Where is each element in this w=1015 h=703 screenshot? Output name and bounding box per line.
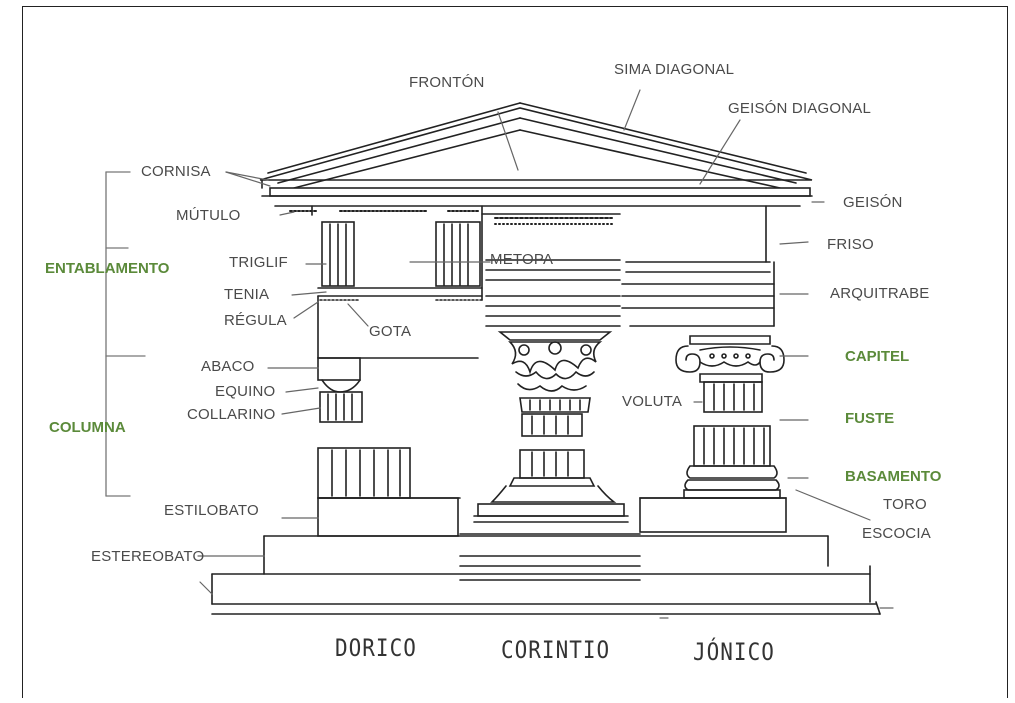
label-mutulo: MÚTULO: [176, 207, 241, 224]
label-gota: GOTA: [369, 323, 412, 340]
ionic-capital: [675, 335, 785, 383]
group-fuste: FUSTE: [845, 410, 895, 427]
label-arquitrabe: ARQUITRABE: [830, 285, 930, 302]
label-geison: GEISÓN: [843, 194, 903, 211]
order-jonico: JÓNICO: [693, 638, 775, 666]
group-capitel: CAPITEL: [845, 348, 910, 365]
label-collarino: COLLARINO: [187, 406, 276, 423]
label-sima-diagonal: SIMA DIAGONAL: [614, 61, 735, 78]
triglyph-left: [321, 221, 355, 287]
label-fronton: FRONTÓN: [409, 74, 485, 91]
label-escocia: ESCOCIA: [862, 525, 931, 542]
label-abaco: ABACO: [201, 358, 255, 375]
group-entablamento: ENTABLAMENTO: [45, 260, 170, 277]
label-equino: EQUINO: [215, 383, 276, 400]
corinthian-capital: [497, 331, 613, 413]
label-estilobato: ESTILOBATO: [164, 502, 259, 519]
bracket-lines: [105, 171, 146, 497]
group-basamento: BASAMENTO: [845, 468, 942, 485]
label-regula: RÉGULA: [224, 312, 287, 329]
label-voluta: VOLUTA: [622, 393, 683, 410]
label-geison-diagonal: GEISÓN DIAGONAL: [728, 100, 872, 117]
pediment: [259, 102, 813, 212]
leader-lines: [197, 89, 894, 619]
stereobate: [211, 535, 881, 615]
corinthian-order: [459, 213, 641, 581]
label-estereobato: ESTEREOBATO: [91, 548, 205, 565]
ionic-order: [621, 205, 787, 533]
order-corintio: CORINTIO: [501, 636, 611, 664]
triglyph-right: [435, 221, 481, 287]
label-toro: TORO: [883, 496, 927, 513]
label-friso: FRISO: [827, 236, 874, 253]
group-columna: COLUMNA: [49, 419, 126, 436]
label-cornisa: CORNISA: [141, 163, 211, 180]
label-triglif: TRIGLIF: [229, 254, 288, 271]
doric-order: [311, 205, 483, 537]
order-dorico: DORICO: [335, 634, 417, 662]
label-tenia: TENIA: [224, 286, 270, 303]
label-metopa: METOPA: [490, 251, 554, 268]
